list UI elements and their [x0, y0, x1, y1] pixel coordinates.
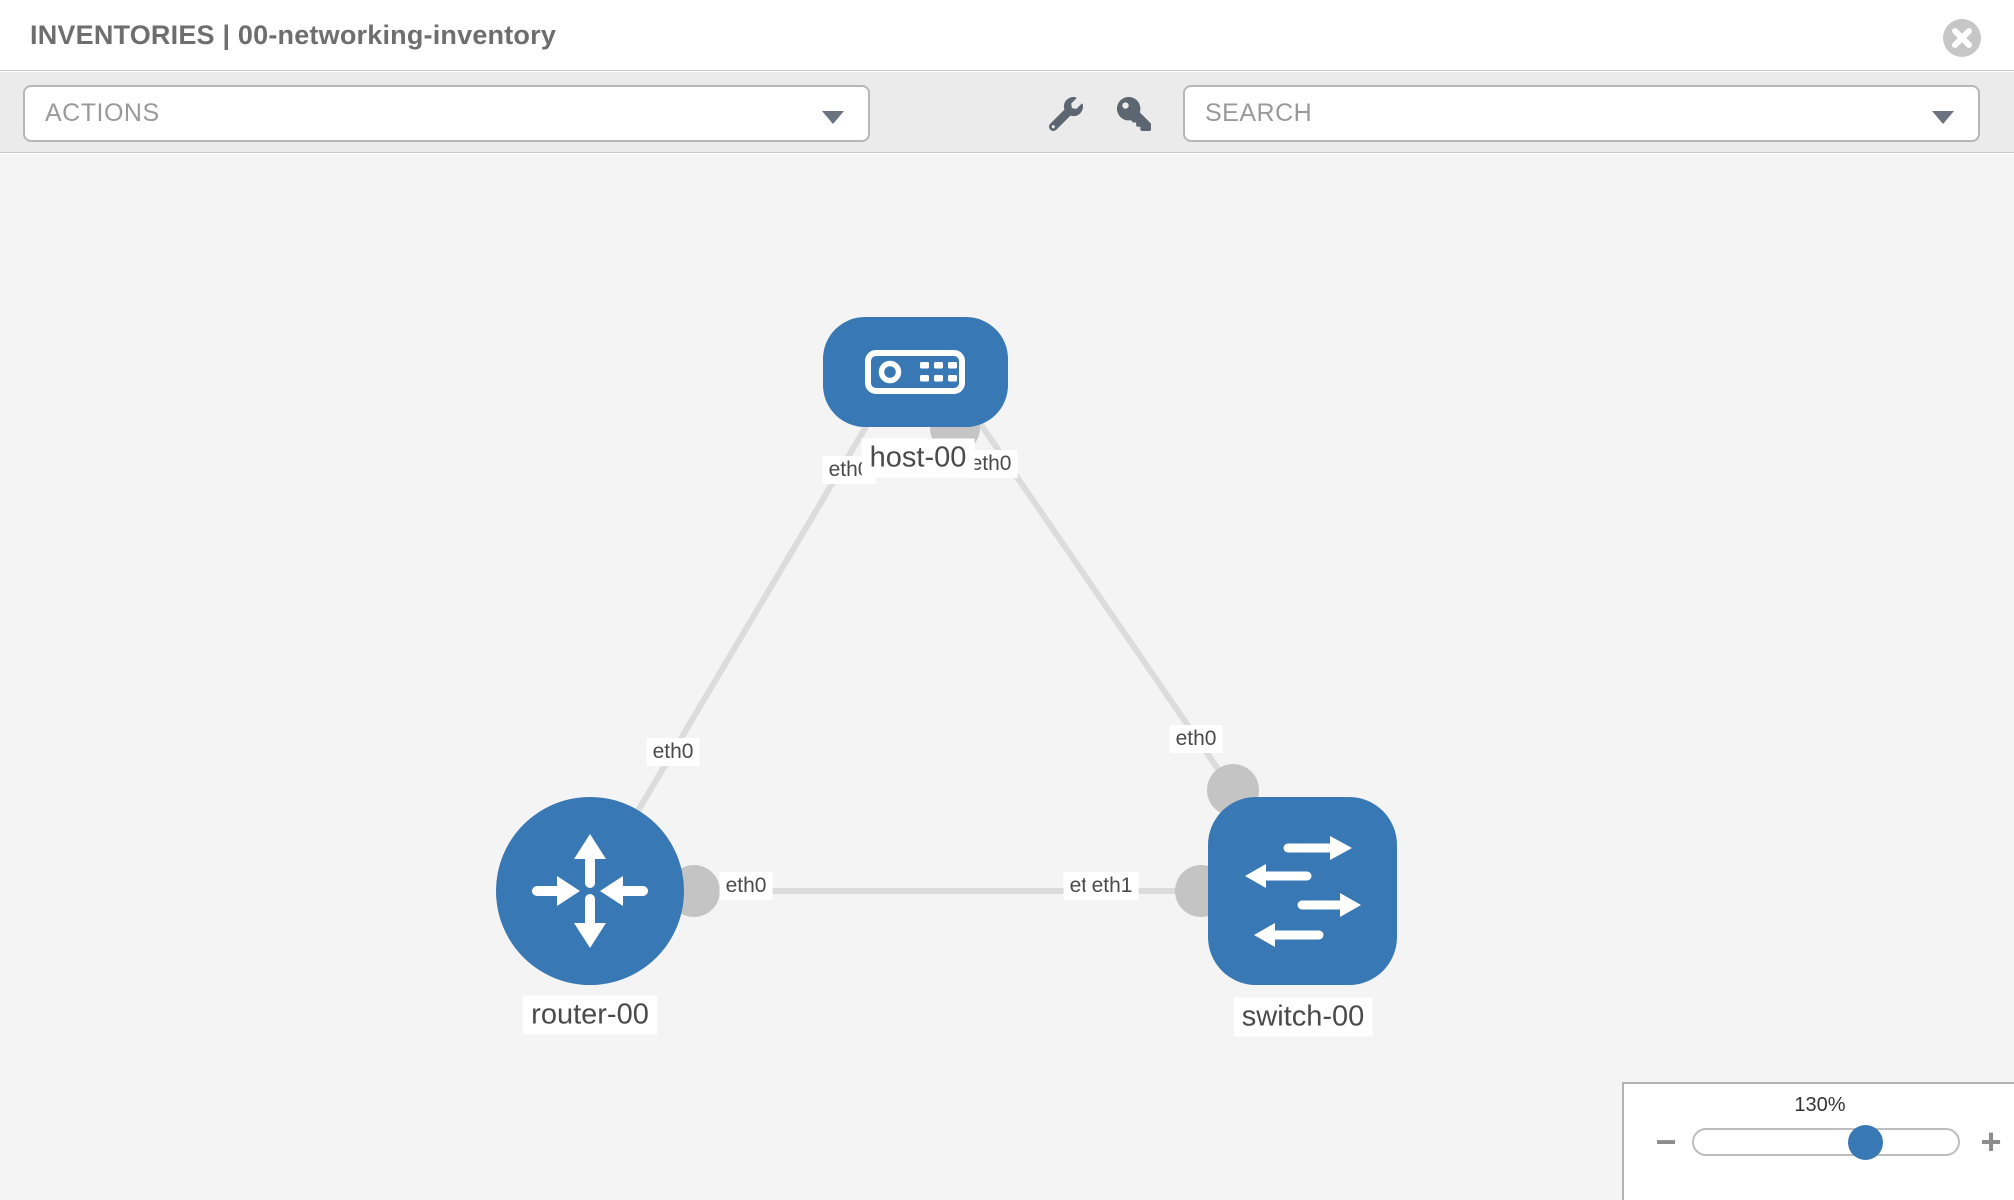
- interface-label: eth0: [822, 456, 876, 484]
- search-placeholder: SEARCH: [1205, 99, 1313, 127]
- server-icon: [865, 350, 965, 394]
- interface-label: eth1: [1085, 872, 1139, 900]
- topology-graph: [496, 317, 1397, 985]
- edges: [607, 414, 1236, 894]
- chevron-down-icon: [822, 111, 844, 124]
- key-button[interactable]: [1112, 92, 1156, 136]
- toolbar: ACTIONS SEARCH: [0, 72, 2014, 153]
- close-icon: [1952, 28, 1972, 48]
- search-dropdown[interactable]: SEARCH: [1183, 85, 1980, 142]
- zoom-out-button[interactable]: −: [1655, 1121, 1677, 1162]
- actions-dropdown[interactable]: ACTIONS: [23, 85, 870, 142]
- switch-arrows-icon: [1245, 836, 1361, 947]
- topology-canvas[interactable]: eth0 eth0 eth0 eth0 eth0 eth0 eth1 host-…: [0, 154, 2014, 1200]
- interface-label: eth0: [646, 738, 700, 766]
- zoom-in-button[interactable]: +: [1980, 1121, 2002, 1162]
- node-router-00[interactable]: [496, 797, 684, 985]
- actions-dropdown-label: ACTIONS: [45, 99, 160, 127]
- header: INVENTORIES | 00-networking-inventory: [0, 0, 2014, 71]
- zoom-control-panel: 130% − +: [1622, 1082, 2014, 1200]
- node-label-switch: switch-00: [1233, 997, 1373, 1037]
- node-label-router: router-00: [523, 995, 657, 1035]
- page-title: INVENTORIES | 00-networking-inventory: [30, 20, 557, 50]
- edge-host-router: [607, 418, 873, 860]
- zoom-slider-handle[interactable]: [1848, 1125, 1883, 1160]
- wrench-icon: [1049, 97, 1083, 131]
- key-icon: [1117, 97, 1151, 131]
- zoom-level-label: 130%: [1794, 1094, 1846, 1116]
- node-label-host: host-00: [861, 438, 975, 478]
- interface-label: eth0: [1169, 725, 1223, 753]
- router-arrows-icon: [532, 834, 648, 948]
- node-host-00[interactable]: [823, 317, 1008, 427]
- interface-label: eth0: [719, 872, 773, 900]
- tools-button[interactable]: [1044, 92, 1088, 136]
- zoom-slider-track[interactable]: [1692, 1128, 1960, 1156]
- ports: [668, 403, 1259, 917]
- close-button[interactable]: [1943, 19, 1981, 57]
- chevron-down-icon: [1932, 111, 1954, 124]
- node-switch-00[interactable]: [1208, 797, 1397, 985]
